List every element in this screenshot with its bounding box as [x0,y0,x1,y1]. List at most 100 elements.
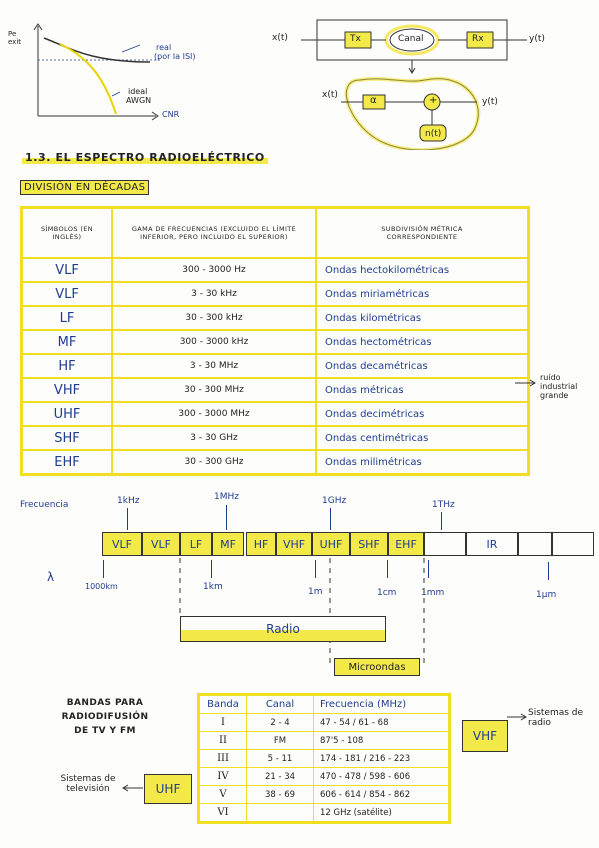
ideal-note: AWGN [126,96,152,105]
subdivision-cell: Ondas hectokilométricas [315,257,530,283]
band-cell: III [198,749,247,768]
header-range: GAMA DE FRECUENCIAS (EXCLUIDO EL LÍMITE … [111,206,317,259]
subsection-heading: DIVISIÓN EN DÉCADAS [20,180,150,195]
spectrum-cell-vlf: VLF [102,532,142,556]
microwave-band-box: Microondas [334,658,420,676]
subdivision-cell: Ondas miriamétricas [315,281,530,307]
spectrum-cell-vlf-2: VLF [142,532,180,556]
mark-1m: 1m [308,587,323,597]
spectrum-cell-lf: LF [180,532,212,556]
spectrum-cell-hf: HF [246,532,276,556]
range-cell: 30 - 300 MHz [111,377,317,403]
arrow-1cm-icon [387,560,388,578]
subdivision-cell: Ondas milimétricas [315,449,530,476]
ideal-label: ideal [128,87,148,96]
microwave-label: Microondas [348,661,406,673]
bd2-output: y(t) [482,97,498,107]
frequency-cell: 470 - 478 / 598 - 606 [313,767,450,786]
symbol-cell: MF [20,329,113,355]
mark-1um: 1μm [536,590,557,600]
spectrum-cell-empty [552,532,594,556]
subdivision-cell: Ondas centimétricas [315,425,530,451]
spectrum-cell-empty [424,532,466,556]
radio-label: Radio [266,622,300,636]
bd1-output: y(t) [529,34,545,44]
mark-1thz: 1THz [432,500,455,510]
arrow-1mhz-icon [226,505,227,530]
range-cell: 3 - 30 kHz [111,281,317,307]
ideal-curve [59,43,117,115]
bd1-input: x(t) [272,33,288,43]
bd1-rx: Rx [472,34,484,44]
symbol-cell: HF [20,353,113,379]
subdivision-cell: Ondas kilométricas [315,305,530,331]
arrow-1m-icon [315,560,316,578]
frequency-cell: 606 - 614 / 854 - 862 [313,785,450,804]
channel-cell: 5 - 11 [246,749,314,768]
band-cell: VI [198,803,247,823]
real-label: real [156,43,172,52]
header-symbols: SÍMBOLOS (EN INGLÉS) [20,206,113,259]
mark-1mhz: 1MHz [214,492,239,502]
band-cell: IV [198,767,247,786]
mark-1mm: 1mm [421,588,445,598]
arrow-1mm-icon [428,560,429,578]
lambda-label: λ [47,570,55,584]
subdivision-cell: Ondas decamétricas [315,353,530,379]
uhf-bracket-box: UHF [144,774,192,804]
mark-1cm: 1cm [377,588,397,598]
arrow-left-icon [122,784,143,792]
spectrum-cell-uhf: UHF [312,532,350,556]
spectrum-dashed-guides [179,558,425,666]
spectrum-cell-ir: IR [466,532,518,556]
real-note: (por la ISI) [154,52,196,61]
header-band: Banda [198,694,247,714]
transmission-block-diagram [301,19,527,150]
frequency-cell: 47 - 54 / 61 - 68 [313,713,450,732]
table-header-row: Banda Canal Frecuencia (MHz) [198,694,450,714]
arrow-1ghz-icon [330,508,331,530]
range-cell: 300 - 3000 MHz [111,401,317,427]
graph-ylabel: Pe [8,30,17,38]
arrow-1000km-icon [103,560,104,578]
frequency-cell: 174 - 181 / 216 - 223 [313,749,450,768]
broadcast-title: BANDAS PARA RADIODIFUSIÓN DE TV Y FM [61,698,149,736]
frequency-label: Frecuencia [20,500,69,510]
bd2-noise: n(t) [425,129,442,139]
mark-1ghz: 1GHz [322,496,347,506]
note-radio-systems: Sistemas de radio [528,708,584,728]
frequency-cell: 87'5 - 108 [313,731,450,750]
symbol-cell: UHF [20,401,113,427]
arrow-1km-icon [211,560,212,578]
arrow-1thz-icon [441,512,442,530]
band-cell: I [198,713,247,732]
channel-cell [246,803,314,823]
table-header-row: SÍMBOLOS (EN INGLÉS) GAMA DE FRECUENCIAS… [20,206,530,259]
side-note: ruido industrial grande [540,373,578,400]
header-frequency: Frecuencia (MHz) [313,694,450,714]
error-probability-graph [33,23,160,121]
symbol-cell: VLF [20,257,113,283]
mark-1khz: 1kHz [117,496,140,506]
symbol-cell: VLF [20,281,113,307]
vhf-bracket-box: VHF [462,720,508,752]
subdivision-cell: Ondas métricas [315,377,530,403]
subdivision-cell: Ondas decimétricas [315,401,530,427]
bd2-sum: + [429,95,438,106]
note-tv-systems: Sistemas de televisión [60,774,116,794]
channel-cell: 21 - 34 [246,767,314,786]
side-note-arrow-icon [515,379,536,387]
radio-band-box: Radio [180,616,386,642]
symbol-cell: LF [20,305,113,331]
